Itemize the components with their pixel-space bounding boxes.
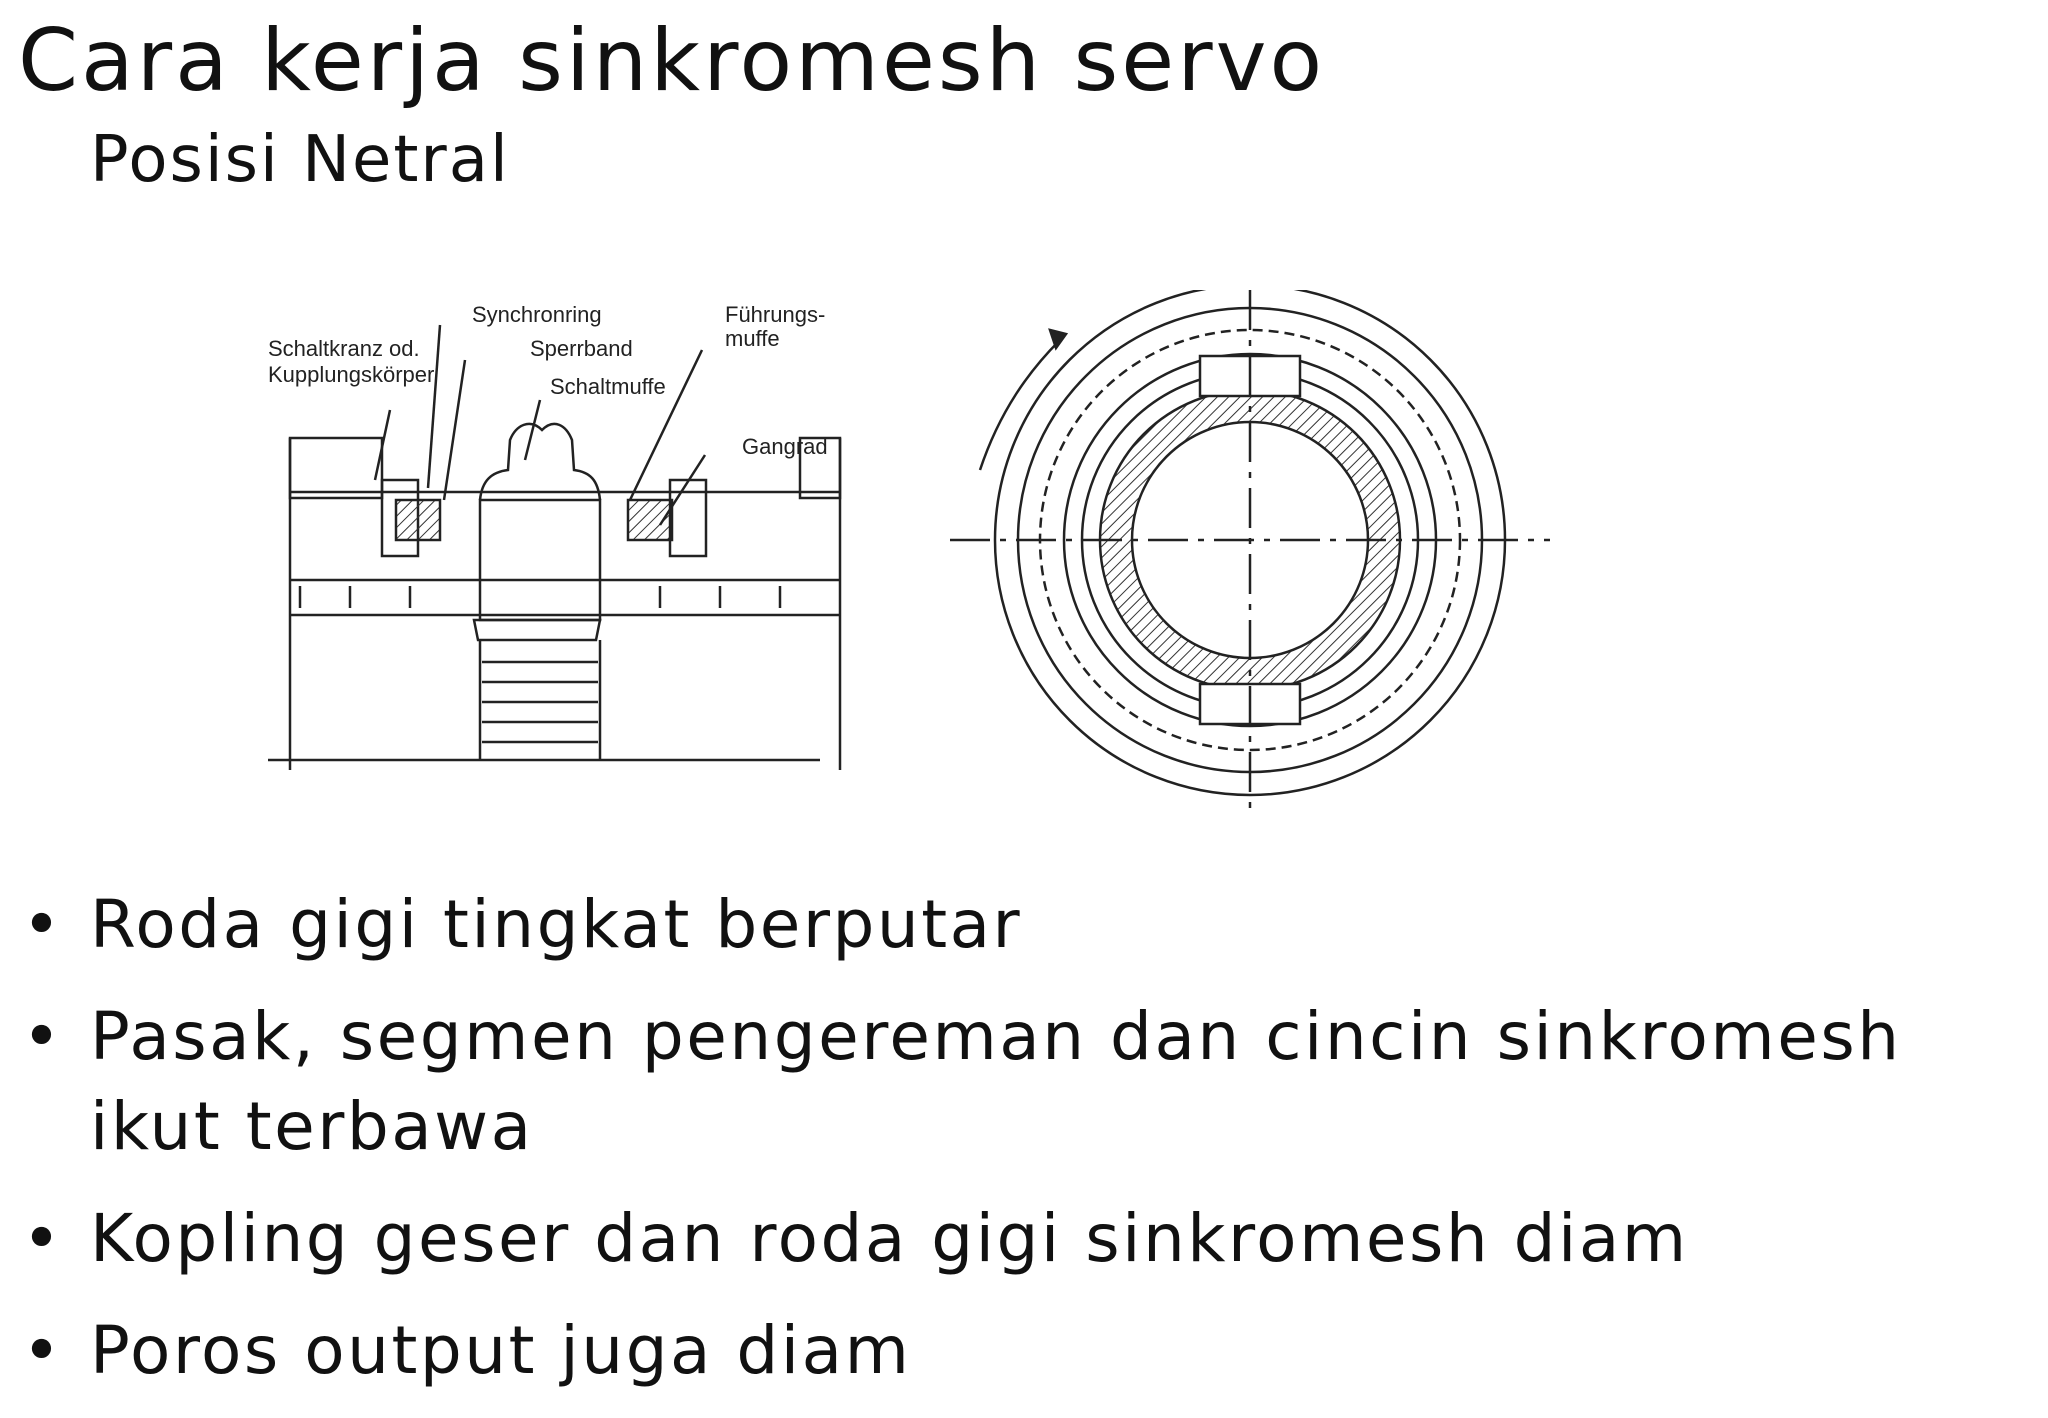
label-schaltkranz-2: Kupplungskörper [268, 362, 434, 387]
synchromesh-diagram: Synchronring Führungs- muffe Schaltkranz… [260, 290, 1560, 810]
label-synchronring: Synchronring [472, 302, 602, 327]
bullet-text: Poros output juga diam [90, 1312, 912, 1389]
bullet-dot: • [22, 886, 64, 963]
front-view [950, 290, 1550, 810]
label-gangrad: Gangrad [742, 434, 828, 459]
label-schaltmuffe: Schaltmuffe [550, 374, 666, 399]
bullet-item: • Poros output juga diam [0, 1306, 2048, 1396]
cross-section-view [268, 324, 842, 770]
bullet-item: • Roda gigi tingkat berputar [0, 880, 2048, 970]
slide-title: Cara kerja sinkromesh servo [18, 11, 1326, 111]
bullet-text: Kopling geser dan roda gigi sinkromesh d… [90, 1200, 1689, 1277]
bullet-item: • Pasak, segmen pengereman dan cincin si… [0, 992, 2048, 1172]
bullet-text: Pasak, segmen pengereman dan cincin sink… [90, 998, 1902, 1075]
bullet-dot: • [22, 1312, 64, 1389]
bullet-list: • Roda gigi tingkat berputar • Pasak, se… [0, 880, 2048, 1418]
label-schaltkranz-1: Schaltkranz od. [268, 336, 420, 361]
bullet-item: • Kopling geser dan roda gigi sinkromesh… [0, 1194, 2048, 1284]
bullet-text-continued: ikut terbawa [90, 1088, 534, 1165]
slide-subtitle: Posisi Netral [90, 123, 510, 197]
label-sperrband: Sperrband [530, 336, 633, 361]
bullet-dot: • [22, 998, 64, 1075]
label-fuhrungs-2: muffe [725, 326, 780, 351]
label-fuhrungs-1: Führungs- [725, 302, 825, 327]
bullet-dot: • [22, 1200, 64, 1277]
bullet-text: Roda gigi tingkat berputar [90, 886, 1023, 963]
